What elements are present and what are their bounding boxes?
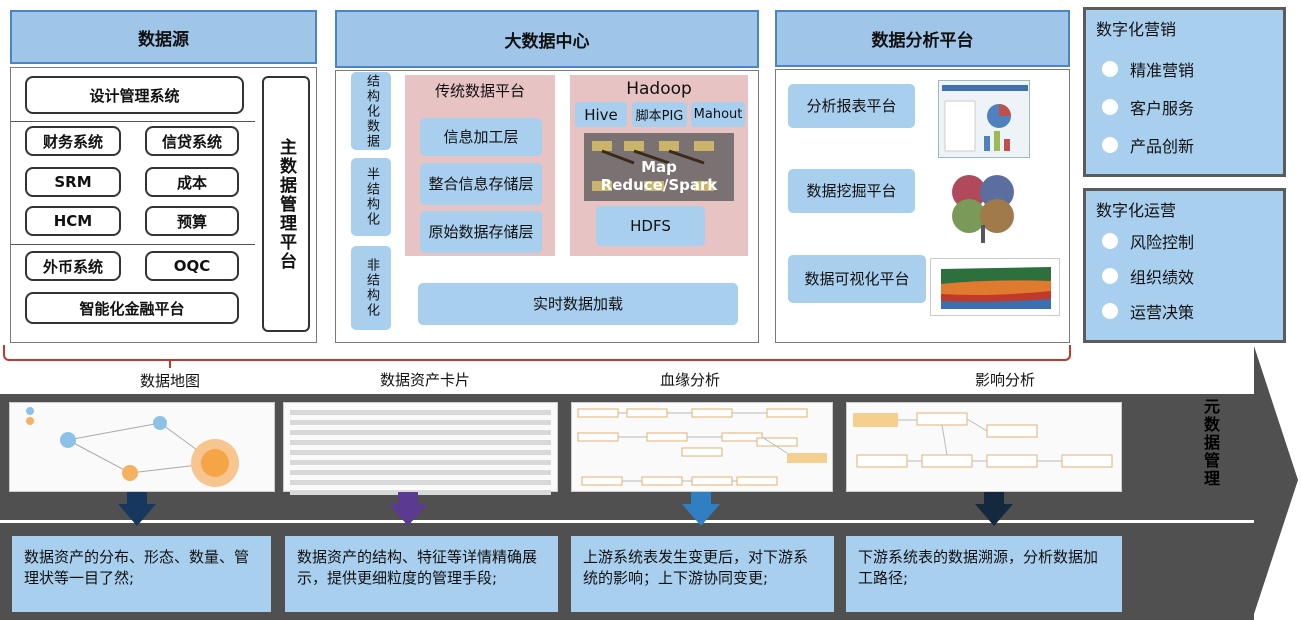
analysis-platform-header: 数据分析平台 [775, 10, 1070, 67]
mapreduce-diagram-icon [592, 141, 714, 191]
digital-marketing-box: 数字化营销 精准营销 客户服务 产品创新 [1083, 7, 1286, 177]
semi-structured-data: 半结构化 [351, 158, 391, 236]
down-arrow-icon [682, 492, 720, 526]
unstructured-data: 非结构化 [351, 246, 391, 330]
report-screenshot [938, 80, 1030, 158]
system-oqc: OQC [145, 251, 239, 281]
impact-thumbnail [846, 402, 1122, 492]
data-source-header: 数据源 [10, 10, 317, 64]
data-source-title: 数据源 [138, 29, 189, 50]
asset-card-thumbnail [283, 402, 558, 495]
operation-item: 组织绩效 [1086, 258, 1283, 293]
divider [11, 244, 255, 245]
system-cost: 成本 [145, 167, 239, 197]
impact-graph-icon [853, 412, 1113, 468]
master-data-platform: 主数据管理平台 [262, 76, 310, 332]
traditional-platform-title: 传统数据平台 [434, 82, 525, 100]
realtime-load: 实时数据加载 [418, 283, 738, 325]
mining-platform: 数据挖掘平台 [788, 169, 915, 213]
system-srm: SRM [25, 167, 121, 197]
bullet-icon [1102, 137, 1118, 153]
digital-marketing-title: 数字化营销 [1096, 20, 1177, 39]
system-foreign-currency: 外币系统 [25, 251, 121, 281]
digital-operation-box: 数字化运营 风险控制 组织绩效 运营决策 [1083, 188, 1286, 343]
operation-item: 风险控制 [1086, 223, 1283, 258]
metadata-management-label: 元数据管理 [1201, 398, 1220, 488]
big-data-center-title: 大数据中心 [504, 31, 590, 52]
clover-wordcloud-icon [952, 175, 1014, 243]
layer-processing: 信息加工层 [420, 118, 542, 156]
band-separator [0, 520, 1254, 523]
arrow-impact [975, 492, 1013, 526]
master-data-label: 主数据管理平台 [276, 137, 296, 271]
analysis-platform-title: 数据分析平台 [871, 31, 974, 51]
bullet-icon [1102, 232, 1118, 249]
tool-pig: 脚本PIG [632, 102, 687, 127]
down-arrow-icon [118, 492, 156, 526]
tool-hive: Hive [575, 102, 627, 127]
graph-network-icon [26, 407, 239, 487]
digital-operation-title: 数字化运营 [1096, 201, 1177, 220]
bullet-icon [1102, 99, 1118, 115]
marketing-item: 产品创新 [1086, 126, 1283, 164]
mapreduce-spark-image [584, 133, 734, 201]
lineage-graph-icon [577, 408, 827, 486]
system-design-management: 设计管理系统 [25, 76, 244, 114]
data-map-thumbnail [9, 402, 275, 492]
system-finance: 财务系统 [25, 126, 121, 156]
scope-bracket [3, 345, 1071, 361]
divider [11, 121, 255, 122]
bullet-icon [1102, 267, 1118, 284]
arrow-lineage [682, 492, 720, 526]
report-chart-icon [942, 85, 1028, 152]
bracket-tick [169, 360, 171, 368]
system-smart-finance: 智能化金融平台 [25, 292, 239, 324]
mapreduce-spark-label: Map Reduce/Spark [600, 158, 718, 194]
desc-impact: 下游系统表的数据溯源，分析数据加工路径; [846, 536, 1122, 612]
visualization-platform: 数据可视化平台 [788, 255, 926, 303]
visualization-image [930, 258, 1060, 316]
lineage-thumbnail [571, 402, 833, 492]
structured-data: 结构化数据 [351, 72, 391, 150]
caption-data-map: 数据地图 [139, 372, 200, 390]
marketing-item: 精准营销 [1086, 50, 1283, 88]
desc-data-map: 数据资产的分布、形态、数量、管理状等一目了然; [12, 536, 271, 612]
report-platform: 分析报表平台 [788, 84, 915, 128]
band-top-line [0, 392, 1254, 394]
down-arrow-icon [975, 492, 1013, 526]
area-chart-icon [941, 267, 1051, 309]
caption-lineage: 血缘分析 [659, 371, 720, 389]
down-arrow-icon [389, 492, 427, 526]
arrow-asset-card [389, 492, 427, 526]
bullet-icon [1102, 302, 1118, 319]
desc-asset-card: 数据资产的结构、特征等详情精确展示，提供更细粒度的管理手段; [285, 536, 558, 612]
tool-mahout: Mahout [691, 102, 745, 127]
operation-item: 运营决策 [1086, 293, 1283, 328]
system-credit: 信贷系统 [145, 126, 239, 156]
caption-asset-card: 数据资产卡片 [379, 371, 470, 389]
system-hcm: HCM [25, 206, 121, 236]
desc-lineage: 上游系统表发生变更后，对下游系统的影响；上下游协同变更; [571, 536, 834, 612]
word-cloud-image [945, 170, 1021, 244]
layer-raw: 原始数据存储层 [420, 211, 542, 253]
caption-impact: 影响分析 [974, 371, 1035, 389]
marketing-item: 客户服务 [1086, 88, 1283, 126]
layer-integration: 整合信息存储层 [420, 163, 542, 205]
hdfs-box: HDFS [596, 206, 705, 246]
system-budget: 预算 [145, 206, 239, 236]
big-data-center-header: 大数据中心 [335, 10, 759, 68]
hadoop-title: Hadoop [626, 79, 692, 99]
bullet-icon [1102, 61, 1118, 77]
arrow-data-map [118, 492, 156, 526]
